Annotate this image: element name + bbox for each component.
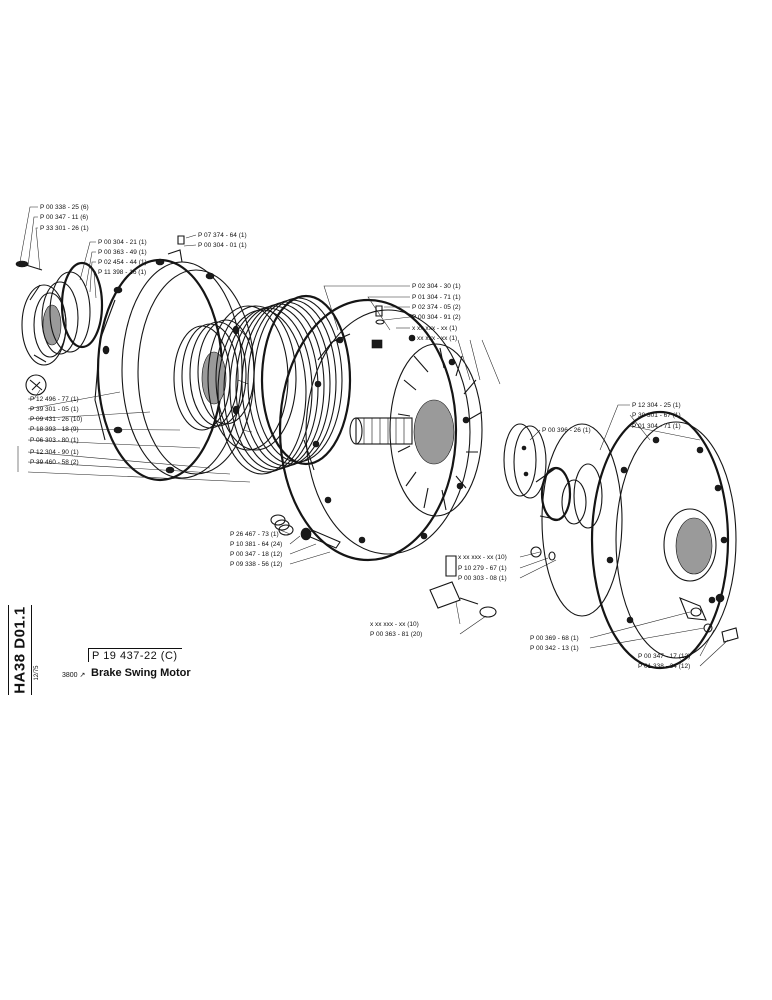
callout-label: P 01 338 - 34 (12)	[638, 663, 690, 670]
callout-label: P 02 304 - 30 (1)	[412, 283, 461, 290]
spring-plate-stack	[217, 294, 352, 475]
part-number: P 19 437-22 (C)	[88, 648, 182, 662]
leader-lines	[17, 206, 729, 667]
callout-label: P 00 342 - 13 (1)	[530, 645, 579, 652]
callout-label: P 02 454 - 44 (1)	[98, 259, 147, 266]
seal-kit-icon	[25, 374, 47, 396]
callout-label: P 33 301 - 26 (1)	[40, 225, 89, 232]
callout-label: P 00 303 - 08 (1)	[458, 575, 507, 582]
callout-label: P 12 304 - 90 (1)	[30, 449, 79, 456]
callout-label: P 12 304 - 25 (1)	[632, 402, 681, 409]
end-seal-assembly	[15, 260, 104, 366]
callout-label: P 00 396 - 26 (1)	[542, 427, 591, 434]
callout-label: P 00 347 - 18 (12)	[230, 551, 282, 558]
rotor-assembly	[349, 343, 483, 517]
callout-label: P 30 301 - 67 (1)	[632, 412, 681, 419]
callout-label: P 01 304 - 71 (1)	[632, 423, 681, 430]
callout-label: P 00 369 - 68 (1)	[530, 635, 579, 642]
callout-label: P 10 381 - 64 (24)	[230, 541, 282, 548]
callout-label: P 12 496 - 77 (1)	[30, 396, 79, 403]
end-cover	[541, 410, 737, 670]
issue-date: 12/75	[31, 660, 43, 686]
motor-body	[278, 298, 471, 562]
callout-label: P 09 431 - 26 (10)	[30, 416, 82, 423]
callout-label: P 00 304 - 01 (1)	[198, 242, 247, 249]
callout-label: P 02 374 - 05 (2)	[412, 304, 461, 311]
callout-label: P 00 347 - 17 (12)	[638, 653, 690, 660]
callout-label: P 00 363 - 49 (1)	[98, 249, 147, 256]
callout-label: P 11 398 - 16 (1)	[98, 269, 146, 276]
callout-label: P 00 347 - 11 (6)	[40, 214, 88, 221]
callout-label: P 07 374 - 64 (1)	[198, 232, 247, 239]
callout-label: x xx xxx - xx (10)	[458, 554, 507, 561]
issue-date-text: 12/75	[34, 665, 40, 681]
callout-label: P 06 303 - 80 (1)	[30, 437, 79, 444]
callout-label: P 09 338 - 56 (12)	[230, 561, 282, 568]
callout-label: P 39 301 - 05 (1)	[30, 406, 79, 413]
callout-label: x xx xxx - xx (10)	[370, 621, 419, 628]
callout-label: P 00 304 - 21 (1)	[98, 239, 147, 246]
fasteners	[177, 235, 739, 643]
diagram-title: Brake Swing Motor	[91, 667, 191, 679]
callout-label: P 39 460 - 58 (2)	[30, 459, 79, 466]
callout-label: x xx xxx - xx (1)	[412, 325, 457, 332]
callout-label: P 00 338 - 25 (6)	[40, 204, 89, 211]
callout-label: P 01 304 - 71 (1)	[412, 294, 461, 301]
sheet-code-text: HA38 D01.1	[11, 606, 29, 694]
callout-label: P 10 279 - 67 (1)	[458, 565, 507, 572]
callout-label: x xx xxx - xx (1)	[412, 335, 457, 342]
bearing-sleeve	[503, 423, 603, 529]
serial-number: 3800 ↗	[62, 672, 86, 679]
callout-label: P 00 363 - 81 (20)	[370, 631, 422, 638]
callout-labels: P 00 338 - 25 (6) P 00 347 - 11 (6) P 33…	[30, 204, 690, 670]
callout-label: P 18 393 - 18 (9)	[30, 426, 79, 433]
callout-label: P 00 304 - 91 (2)	[412, 314, 461, 321]
sheet-code: HA38 D01.1	[8, 605, 32, 695]
callout-label: P 26 467 - 73 (1)	[230, 531, 279, 538]
